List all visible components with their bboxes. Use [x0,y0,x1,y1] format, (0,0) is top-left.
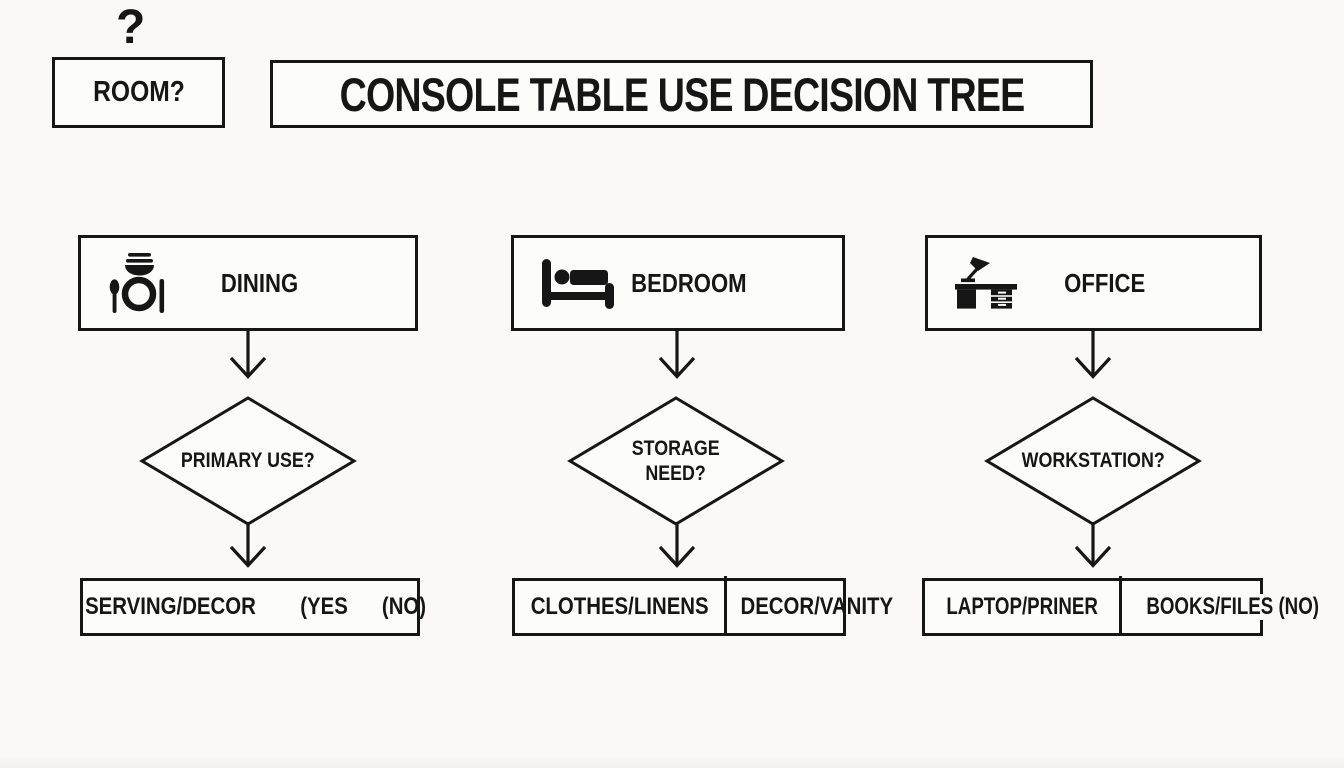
decision-label-line2: NEED? [645,462,707,485]
arrow-decision-to-result-dining [226,522,270,568]
result-divider [724,576,728,633]
result-box-dining: SERVING/DECOR (YES (NO) [80,578,427,636]
dining-place-setting-icon [107,251,165,315]
result-box-office: LAPTOP/PRINER BOOKS/FILES (NO) [922,576,1319,636]
decision-diamond-primary-use: PRIMARY USE? [138,396,358,526]
result-segment: (YES [300,593,349,620]
decision-label-line1: PRIMARY USE? [181,449,315,473]
result-segment: (NO) [382,593,427,620]
arrow-office-to-decision [1071,331,1115,379]
decision-label-line1: STORAGE [632,436,720,460]
title-box: CONSOLE TABLE USE DECISION TREE [270,60,1093,128]
desk-lamp-icon [954,254,1018,312]
page-title: CONSOLE TABLE USE DECISION TREE [339,67,1025,121]
result-segment: SERVING/DECOR [84,593,256,620]
header-label-bedroom: BEDROOM [631,267,747,298]
result-right-label: DECOR/VANITY [740,593,894,620]
result-left-label: CLOTHES/LINENS [530,593,709,620]
header-box-bedroom: BEDROOM [511,235,845,331]
arrow-dining-to-decision [226,331,270,379]
result-left-label: LAPTOP/PRINER [946,593,1098,620]
header-box-office: OFFICE [925,235,1262,331]
open-right-edge-bottom-stub [1260,620,1263,633]
decision-label-line1: WORKSTATION? [1021,449,1165,473]
result-box-bedroom: CLOTHES/LINENS DECOR/VANITY [512,576,893,636]
decision-diamond-storage-need: STORAGE NEED? [566,396,786,526]
header-label-dining: DINING [220,267,298,298]
arrow-decision-to-result-bedroom [655,522,699,568]
open-right-edge-top-stub [1260,581,1263,594]
header-box-dining: DINING [78,235,418,331]
bed-icon [540,257,616,309]
room-box-label: ROOM? [92,76,185,108]
arrow-decision-to-result-office [1071,522,1115,568]
floating-question-mark: ? [116,1,146,54]
room-box: ROOM? [52,57,225,128]
result-divider [1119,576,1123,633]
result-cell-right: DECOR/VANITY [727,581,907,633]
decision-diamond-workstation: WORKSTATION? [983,396,1203,526]
header-label-office: OFFICE [1063,267,1146,298]
result-cell-left: CLOTHES/LINENS [515,581,724,633]
result-cell-right: BOOKS/FILES (NO) [1122,581,1343,633]
result-right-label: BOOKS/FILES (NO) [1146,593,1320,620]
result-cell-left: LAPTOP/PRINER [925,581,1119,633]
arrow-bedroom-to-decision [655,331,699,379]
